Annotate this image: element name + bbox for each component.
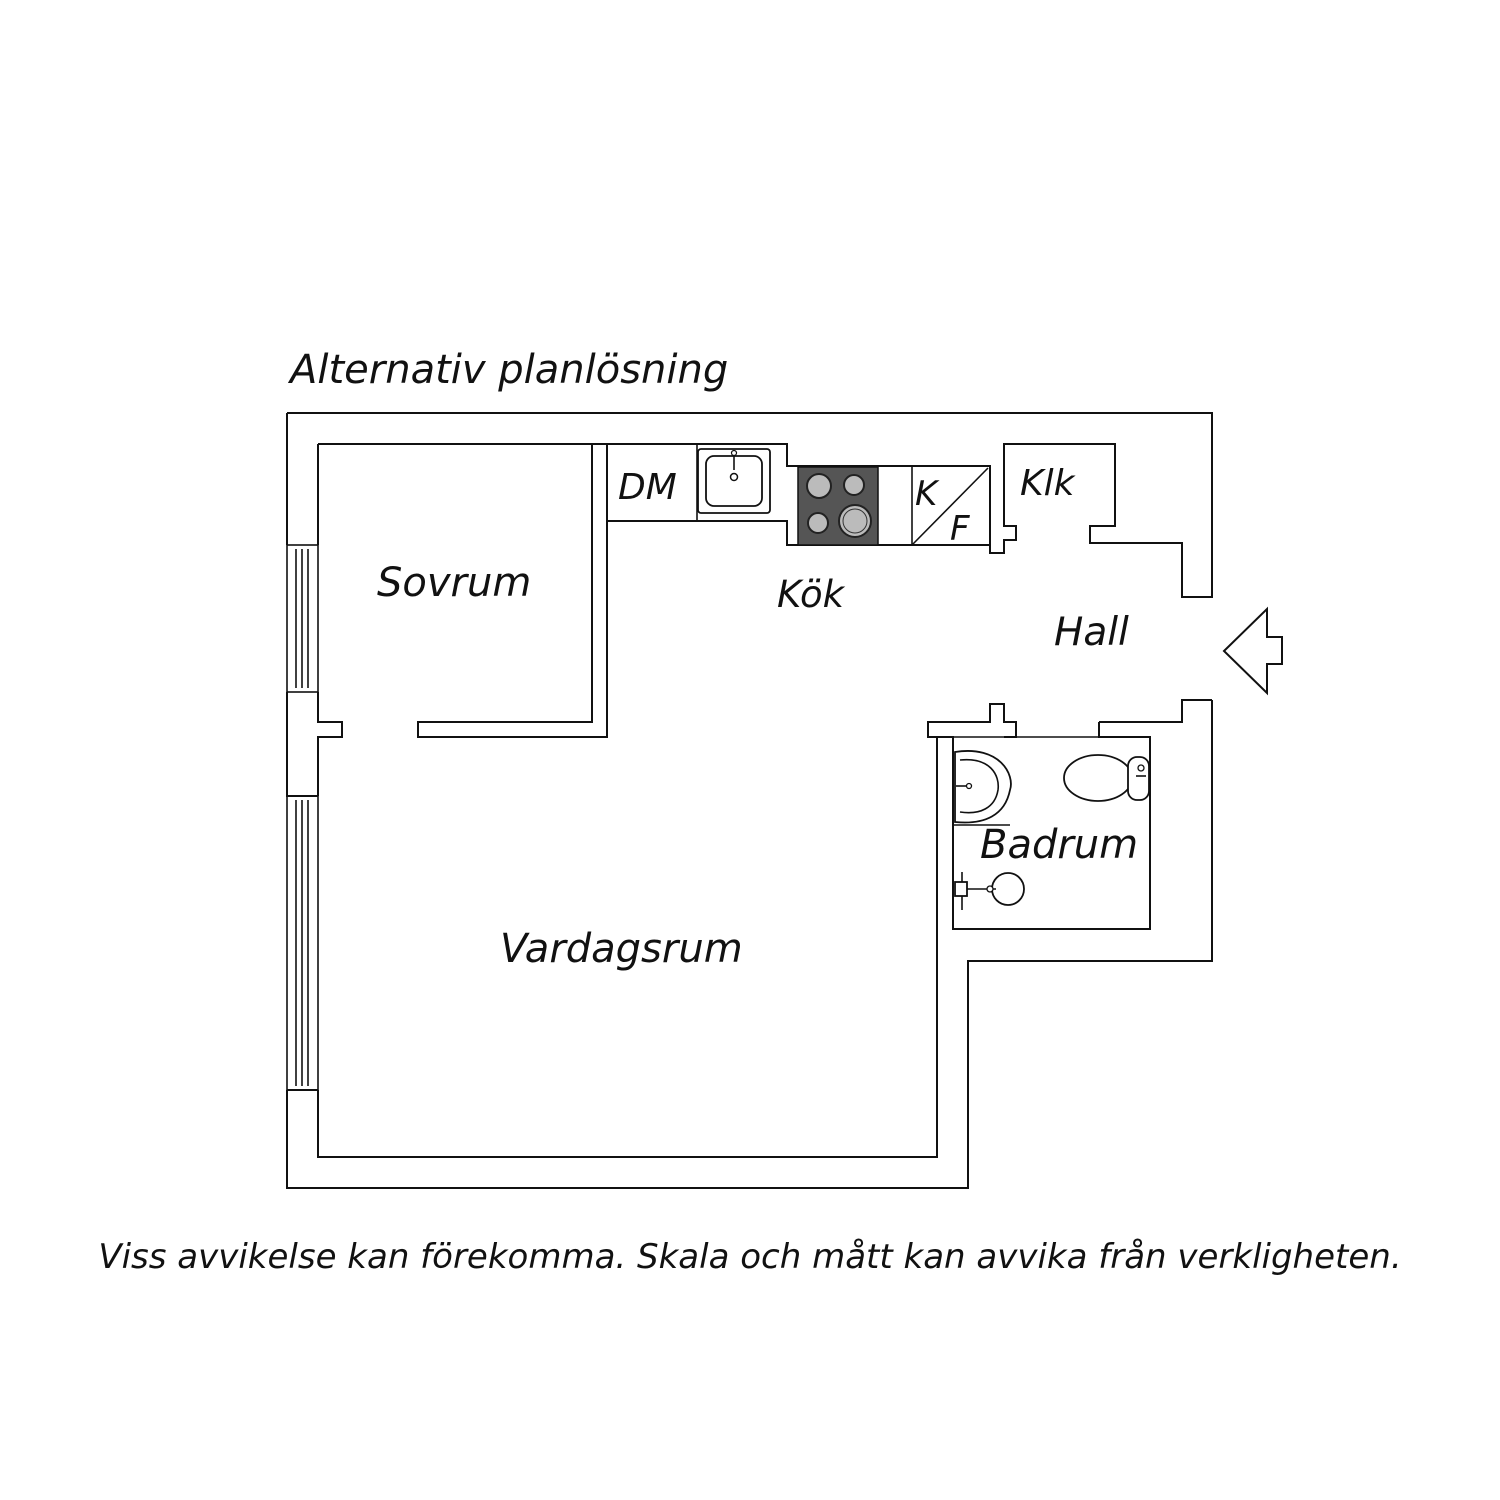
- room-label-badrum: Badrum: [980, 822, 1138, 868]
- room-label-klk: Klk: [1020, 463, 1077, 504]
- entrance-arrow-icon: [1222, 606, 1283, 696]
- stove-icon: [797, 466, 879, 546]
- appliance-label-dishwasher: DM: [618, 467, 677, 508]
- room-label-hall: Hall: [1054, 610, 1129, 655]
- outer-wall: [286, 412, 1213, 1189]
- kitchen-counter: [607, 443, 991, 546]
- sink-icon: [697, 448, 771, 514]
- left-wall-upper: [286, 413, 319, 545]
- disclaimer-text: Viss avvikelse kan förekomma. Skala och …: [98, 1237, 1401, 1277]
- window-vardagsrum: [286, 795, 319, 1091]
- klk-closet: [1004, 443, 1212, 598]
- room-label-kok: Kök: [777, 573, 846, 616]
- fridge-freezer: [911, 466, 989, 546]
- shower-icon: [954, 872, 1025, 910]
- left-wall-middle: [286, 692, 343, 797]
- bath-sink-icon: [952, 750, 1012, 826]
- appliance-label-freezer: F: [950, 509, 970, 549]
- left-wall-lower: [317, 703, 1017, 1158]
- window-sovrum: [286, 544, 319, 693]
- plan-title: Alternativ planlösning: [287, 347, 728, 393]
- toilet-icon: [1063, 754, 1150, 802]
- room-label-sovrum: Sovrum: [377, 560, 531, 606]
- room-label-vardagsrum: Vardagsrum: [500, 926, 743, 972]
- sovrum-wall: [318, 443, 608, 738]
- appliance-label-fridge: K: [915, 474, 940, 514]
